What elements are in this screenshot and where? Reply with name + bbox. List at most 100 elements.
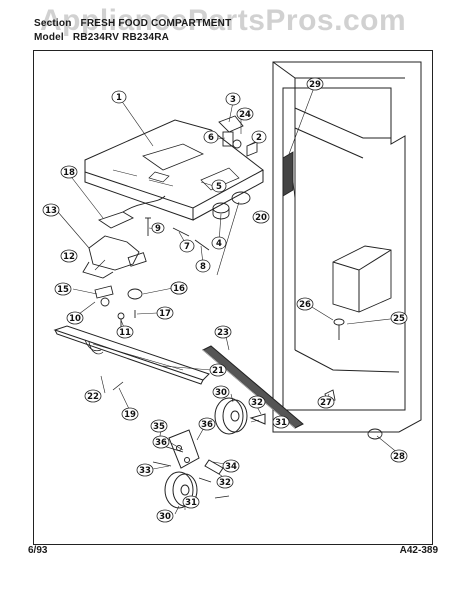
callout-29: 29 (306, 77, 324, 91)
callout-2-label: 2 (256, 133, 262, 143)
callout-31b-label: 31 (185, 498, 197, 508)
callouts: 1 2 3 4 5 6 7 8 9 10 11 12 13 15 17 16 1… (42, 77, 408, 523)
callout-10b: 10 (66, 311, 84, 325)
callout-11-label: 11 (119, 328, 131, 338)
callout-24: 24 (236, 107, 254, 121)
knobs-drawing (212, 191, 251, 220)
callout-6: 6 (203, 130, 219, 144)
callout-31b: 31 (182, 495, 200, 509)
fasteners-drawing (145, 217, 210, 251)
callout-20: 20 (252, 210, 270, 224)
callout-32a: 32 (248, 395, 266, 409)
diagram-frame (33, 50, 433, 545)
callout-7: 7 (179, 239, 195, 253)
callout-27: 27 (317, 395, 335, 409)
callout-16b: 17 (156, 306, 174, 320)
callout-7-label: 7 (184, 242, 190, 252)
right-parts-drawing (282, 151, 383, 440)
footer-code: A42-389 (399, 545, 438, 556)
callout-32b-label: 32 (219, 478, 231, 488)
callout-36b-label: 36 (155, 438, 167, 448)
callout-12: 12 (60, 249, 78, 263)
light-shield-drawing (53, 325, 210, 391)
callout-29-label: 29 (309, 80, 321, 90)
watermark-text: AppliancePartsPros.com (40, 4, 407, 37)
callout-36a-label: 36 (201, 420, 213, 430)
callout-31a: 31 (272, 415, 290, 429)
model-line: Model RB234RV RB234RA (34, 32, 169, 43)
callout-20-label: 20 (255, 213, 267, 223)
callout-16-label: 16 (173, 284, 185, 294)
cabinet-drawing (272, 61, 422, 433)
callout-28: 28 (390, 449, 408, 463)
shelf-cover-drawing (84, 119, 264, 221)
footer-date: 6/93 (28, 545, 48, 556)
header: AppliancePartsPros.com Section FRESH FOO… (0, 0, 458, 60)
exploded-diagram: 1 2 3 4 5 6 7 8 9 10 11 12 13 15 17 16 1… (33, 50, 433, 545)
roller-assemblies-drawing (152, 397, 266, 509)
callout-13: 13 (42, 203, 60, 217)
callout-3-label: 3 (230, 95, 236, 105)
callout-25-label: 25 (393, 314, 405, 324)
callout-8: 8 (195, 259, 211, 273)
callout-2: 2 (251, 130, 267, 144)
thermostat-drawing (218, 115, 258, 157)
callout-11: 11 (116, 325, 134, 339)
callout-35: 35 (150, 419, 168, 433)
callout-16c: 16 (170, 281, 188, 295)
model-value: RB234RV RB234RA (72, 32, 170, 43)
callout-24-label: 24 (239, 110, 251, 120)
callout-4-label: 4 (216, 239, 222, 249)
callout-18: 18 (60, 165, 78, 179)
callout-32b: 32 (216, 475, 234, 489)
callout-21-label: 21 (212, 366, 224, 376)
callout-28-label: 28 (393, 452, 405, 462)
callout-36a: 36 (198, 417, 216, 431)
section-line: Section FRESH FOOD COMPARTMENT (34, 18, 231, 29)
callout-33: 33 (136, 463, 154, 477)
callout-8-label: 8 (200, 262, 206, 272)
callout-6-label: 6 (208, 133, 214, 143)
callout-33-label: 33 (139, 466, 151, 476)
callout-26-label: 26 (299, 300, 311, 310)
callout-17-label: 17 (159, 309, 171, 319)
callout-15: 15 (54, 282, 72, 296)
callout-30a-label: 30 (215, 388, 227, 398)
callout-9: 9 (151, 222, 165, 234)
section-value: FRESH FOOD COMPARTMENT (80, 18, 232, 29)
callout-31a-label: 31 (275, 418, 287, 428)
callout-23-label: 23 (217, 328, 229, 338)
callout-22: 22 (84, 389, 102, 403)
callout-3: 3 (225, 92, 241, 106)
callout-4: 4 (211, 236, 227, 250)
callout-19: 19 (121, 407, 139, 421)
callout-32a-label: 32 (251, 398, 263, 408)
callout-1-label: 1 (116, 93, 122, 103)
callout-36b: 36 (152, 435, 170, 449)
callout-22-label: 22 (87, 392, 99, 402)
callout-5: 5 (211, 179, 227, 193)
callout-34-label: 34 (225, 462, 237, 472)
callout-30b: 30 (156, 509, 174, 523)
callout-9-label: 9 (155, 224, 161, 234)
model-label: Model (34, 32, 64, 43)
callout-15-label: 15 (57, 285, 69, 295)
callout-21: 21 (209, 363, 227, 377)
callout-23: 23 (214, 325, 232, 339)
callout-18-label: 18 (63, 168, 75, 178)
callout-13-label: 13 (45, 206, 57, 216)
small-parts-drawing (94, 285, 143, 328)
callout-27-label: 27 (320, 398, 332, 408)
callout-5-label: 5 (216, 182, 222, 192)
callout-10b-label: 10 (69, 314, 81, 324)
callout-30b-label: 30 (159, 512, 171, 522)
light-socket-drawing (82, 195, 166, 279)
callout-34: 34 (222, 459, 240, 473)
section-label: Section (34, 18, 72, 29)
callout-30a: 30 (212, 385, 230, 399)
callout-35-label: 35 (153, 422, 165, 432)
callout-12-label: 12 (63, 252, 75, 262)
callout-26: 26 (296, 297, 314, 311)
callout-25: 25 (390, 311, 408, 325)
